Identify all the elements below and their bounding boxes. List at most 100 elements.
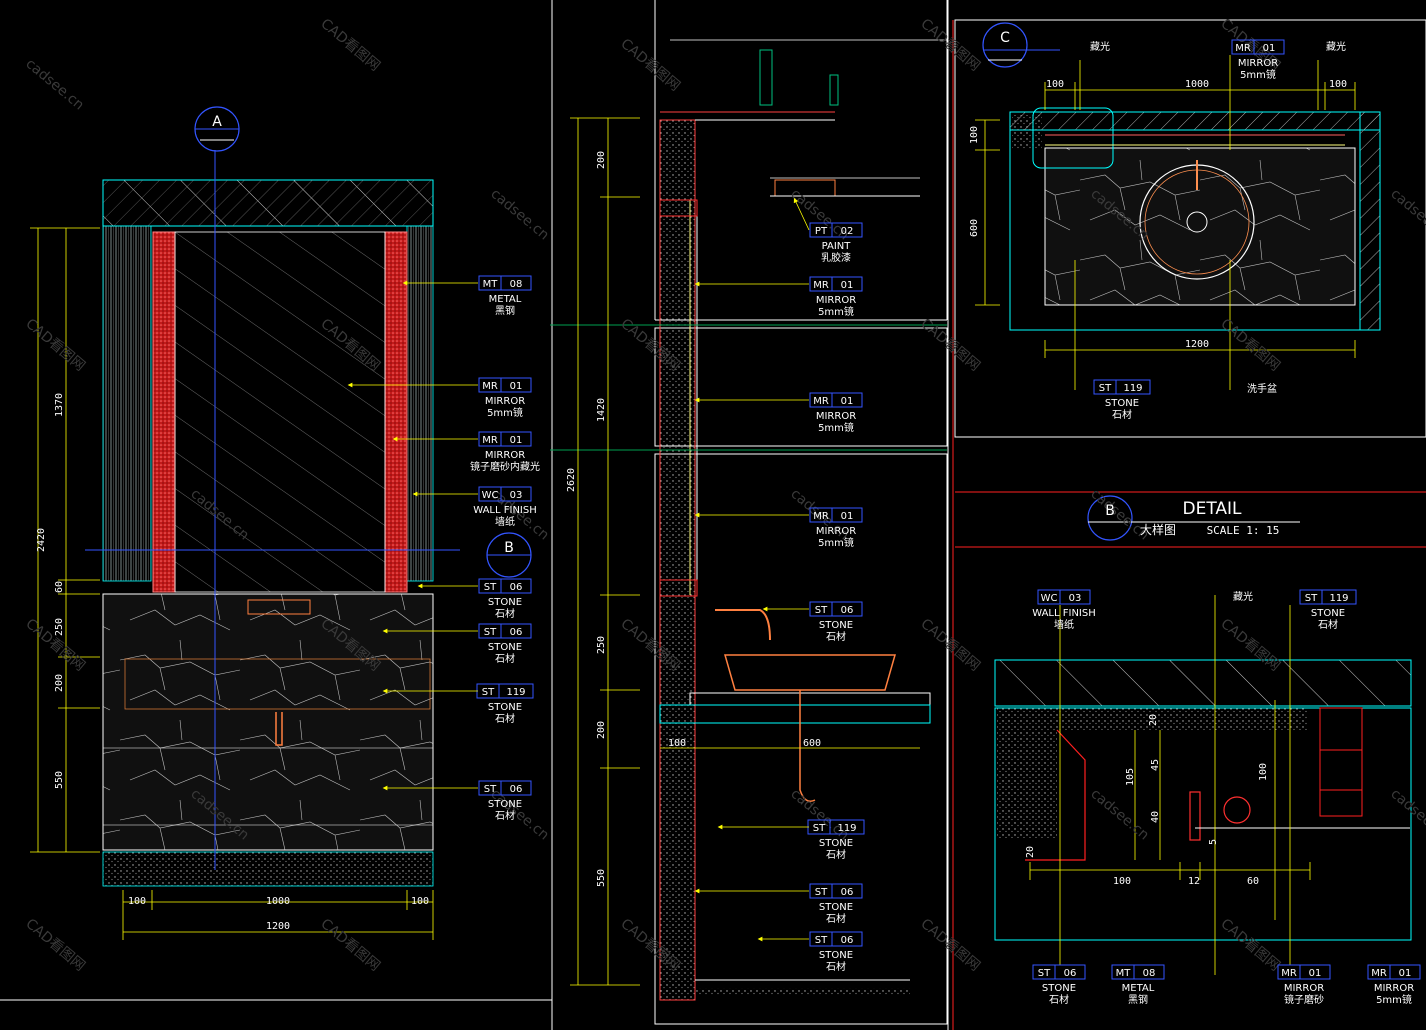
tag-material-en: METAL xyxy=(1122,983,1155,994)
tag-box xyxy=(1037,589,1091,605)
tag-material-cn: 5mm镜 xyxy=(818,421,854,434)
tag-code: MR xyxy=(1281,968,1297,979)
tag-material-en: MIRROR xyxy=(816,295,856,306)
tag-material-cn: 镜子磨砂内藏光 xyxy=(470,460,540,473)
watermark-text: cadsee.cn xyxy=(22,56,86,114)
tag-number: 01 xyxy=(510,381,523,392)
dim-text: 1420 xyxy=(596,398,607,422)
tag-number: 03 xyxy=(1069,593,1082,604)
tag-box xyxy=(1111,964,1165,980)
tag-material-en: STONE xyxy=(819,902,853,913)
tag-code: MR xyxy=(813,280,829,291)
dim-text: 20 xyxy=(1148,714,1159,726)
dim-text: 250 xyxy=(596,636,607,654)
dim-text: 200 xyxy=(596,151,607,169)
watermark-text: CAD看图网 xyxy=(917,916,983,975)
tag-number: 06 xyxy=(1064,968,1077,979)
watermark-text: cadsee.cn xyxy=(1387,186,1426,244)
tag-box xyxy=(478,377,532,393)
dim-text: 100 xyxy=(969,126,980,144)
dim-text: 250 xyxy=(54,618,65,636)
watermark-text: cadsee.cn xyxy=(487,186,551,244)
watermark-text: CAD看图网 xyxy=(617,36,683,95)
tag-material-en: MIRROR xyxy=(1238,58,1278,69)
tag-number: 06 xyxy=(841,605,854,616)
tag-material-cn: 5mm镜 xyxy=(818,536,854,549)
dim-text: 600 xyxy=(803,738,821,749)
tag-material-cn: 石材 xyxy=(495,652,515,665)
dim-text: 550 xyxy=(596,869,607,887)
section-marker-a: A xyxy=(212,114,222,130)
tag-box xyxy=(809,222,863,238)
tag-code: ST xyxy=(815,935,828,946)
tag-material-cn: 石材 xyxy=(495,712,515,725)
tag-material-en: STONE xyxy=(819,620,853,631)
tag-box xyxy=(809,601,863,617)
watermark-text: cadsee.cn xyxy=(787,786,851,844)
tag-number: 01 xyxy=(510,435,523,446)
tag-material-en: STONE xyxy=(488,799,522,810)
tag-box xyxy=(478,780,532,796)
note-text: 藏光 xyxy=(1233,590,1253,603)
note-text: 藏光 xyxy=(1326,40,1346,53)
tag-code: WC xyxy=(482,490,499,501)
dim-text: 100 xyxy=(1046,79,1064,90)
tag-material-cn: 墙纸 xyxy=(495,515,515,528)
tag-number: 08 xyxy=(510,279,523,290)
tag-number: 06 xyxy=(510,627,523,638)
detail-marker-b: B xyxy=(1105,503,1115,519)
elevation-a xyxy=(30,106,532,940)
tag-material-cn: 镜子磨砂 xyxy=(1284,993,1324,1006)
tag-material-cn: 5mm镜 xyxy=(1376,993,1412,1006)
leader-line xyxy=(793,197,810,231)
dim-text: 5 xyxy=(1208,839,1219,845)
tag-box xyxy=(1093,379,1151,395)
tag-number: 119 xyxy=(1329,593,1348,604)
dim-text: 1370 xyxy=(54,393,65,417)
dim-text: 40 xyxy=(1150,811,1161,823)
tag-box xyxy=(809,931,863,947)
tag-material-cn: 5mm镜 xyxy=(487,406,523,419)
tag-code: ST xyxy=(1099,383,1112,394)
tag-material-cn: 石材 xyxy=(495,809,515,822)
tag-code: ST xyxy=(484,582,497,593)
dim-text: 12 xyxy=(1188,876,1200,887)
note-text: 洗手盆 xyxy=(1247,382,1277,395)
tag-box xyxy=(1277,964,1331,980)
tag-number: 01 xyxy=(1309,968,1322,979)
tag-code: MR xyxy=(813,511,829,522)
tag-material-cn: 5mm镜 xyxy=(818,305,854,318)
tag-material-cn: 石材 xyxy=(1318,618,1338,631)
tag-number: 06 xyxy=(841,887,854,898)
tag-code: ST xyxy=(815,605,828,616)
tag-number: 02 xyxy=(841,226,854,237)
tag-material-en: MIRROR xyxy=(1374,983,1414,994)
watermark-text: CAD看图网 xyxy=(317,916,383,975)
tag-code: MR xyxy=(1371,968,1387,979)
tag-material-cn: 石材 xyxy=(1049,993,1069,1006)
detail-b xyxy=(994,495,1412,975)
tag-material-cn: 5mm镜 xyxy=(1240,68,1276,81)
tag-material-en: STONE xyxy=(488,642,522,653)
tag-material-en: STONE xyxy=(1311,608,1345,619)
tag-code: MR xyxy=(482,381,498,392)
